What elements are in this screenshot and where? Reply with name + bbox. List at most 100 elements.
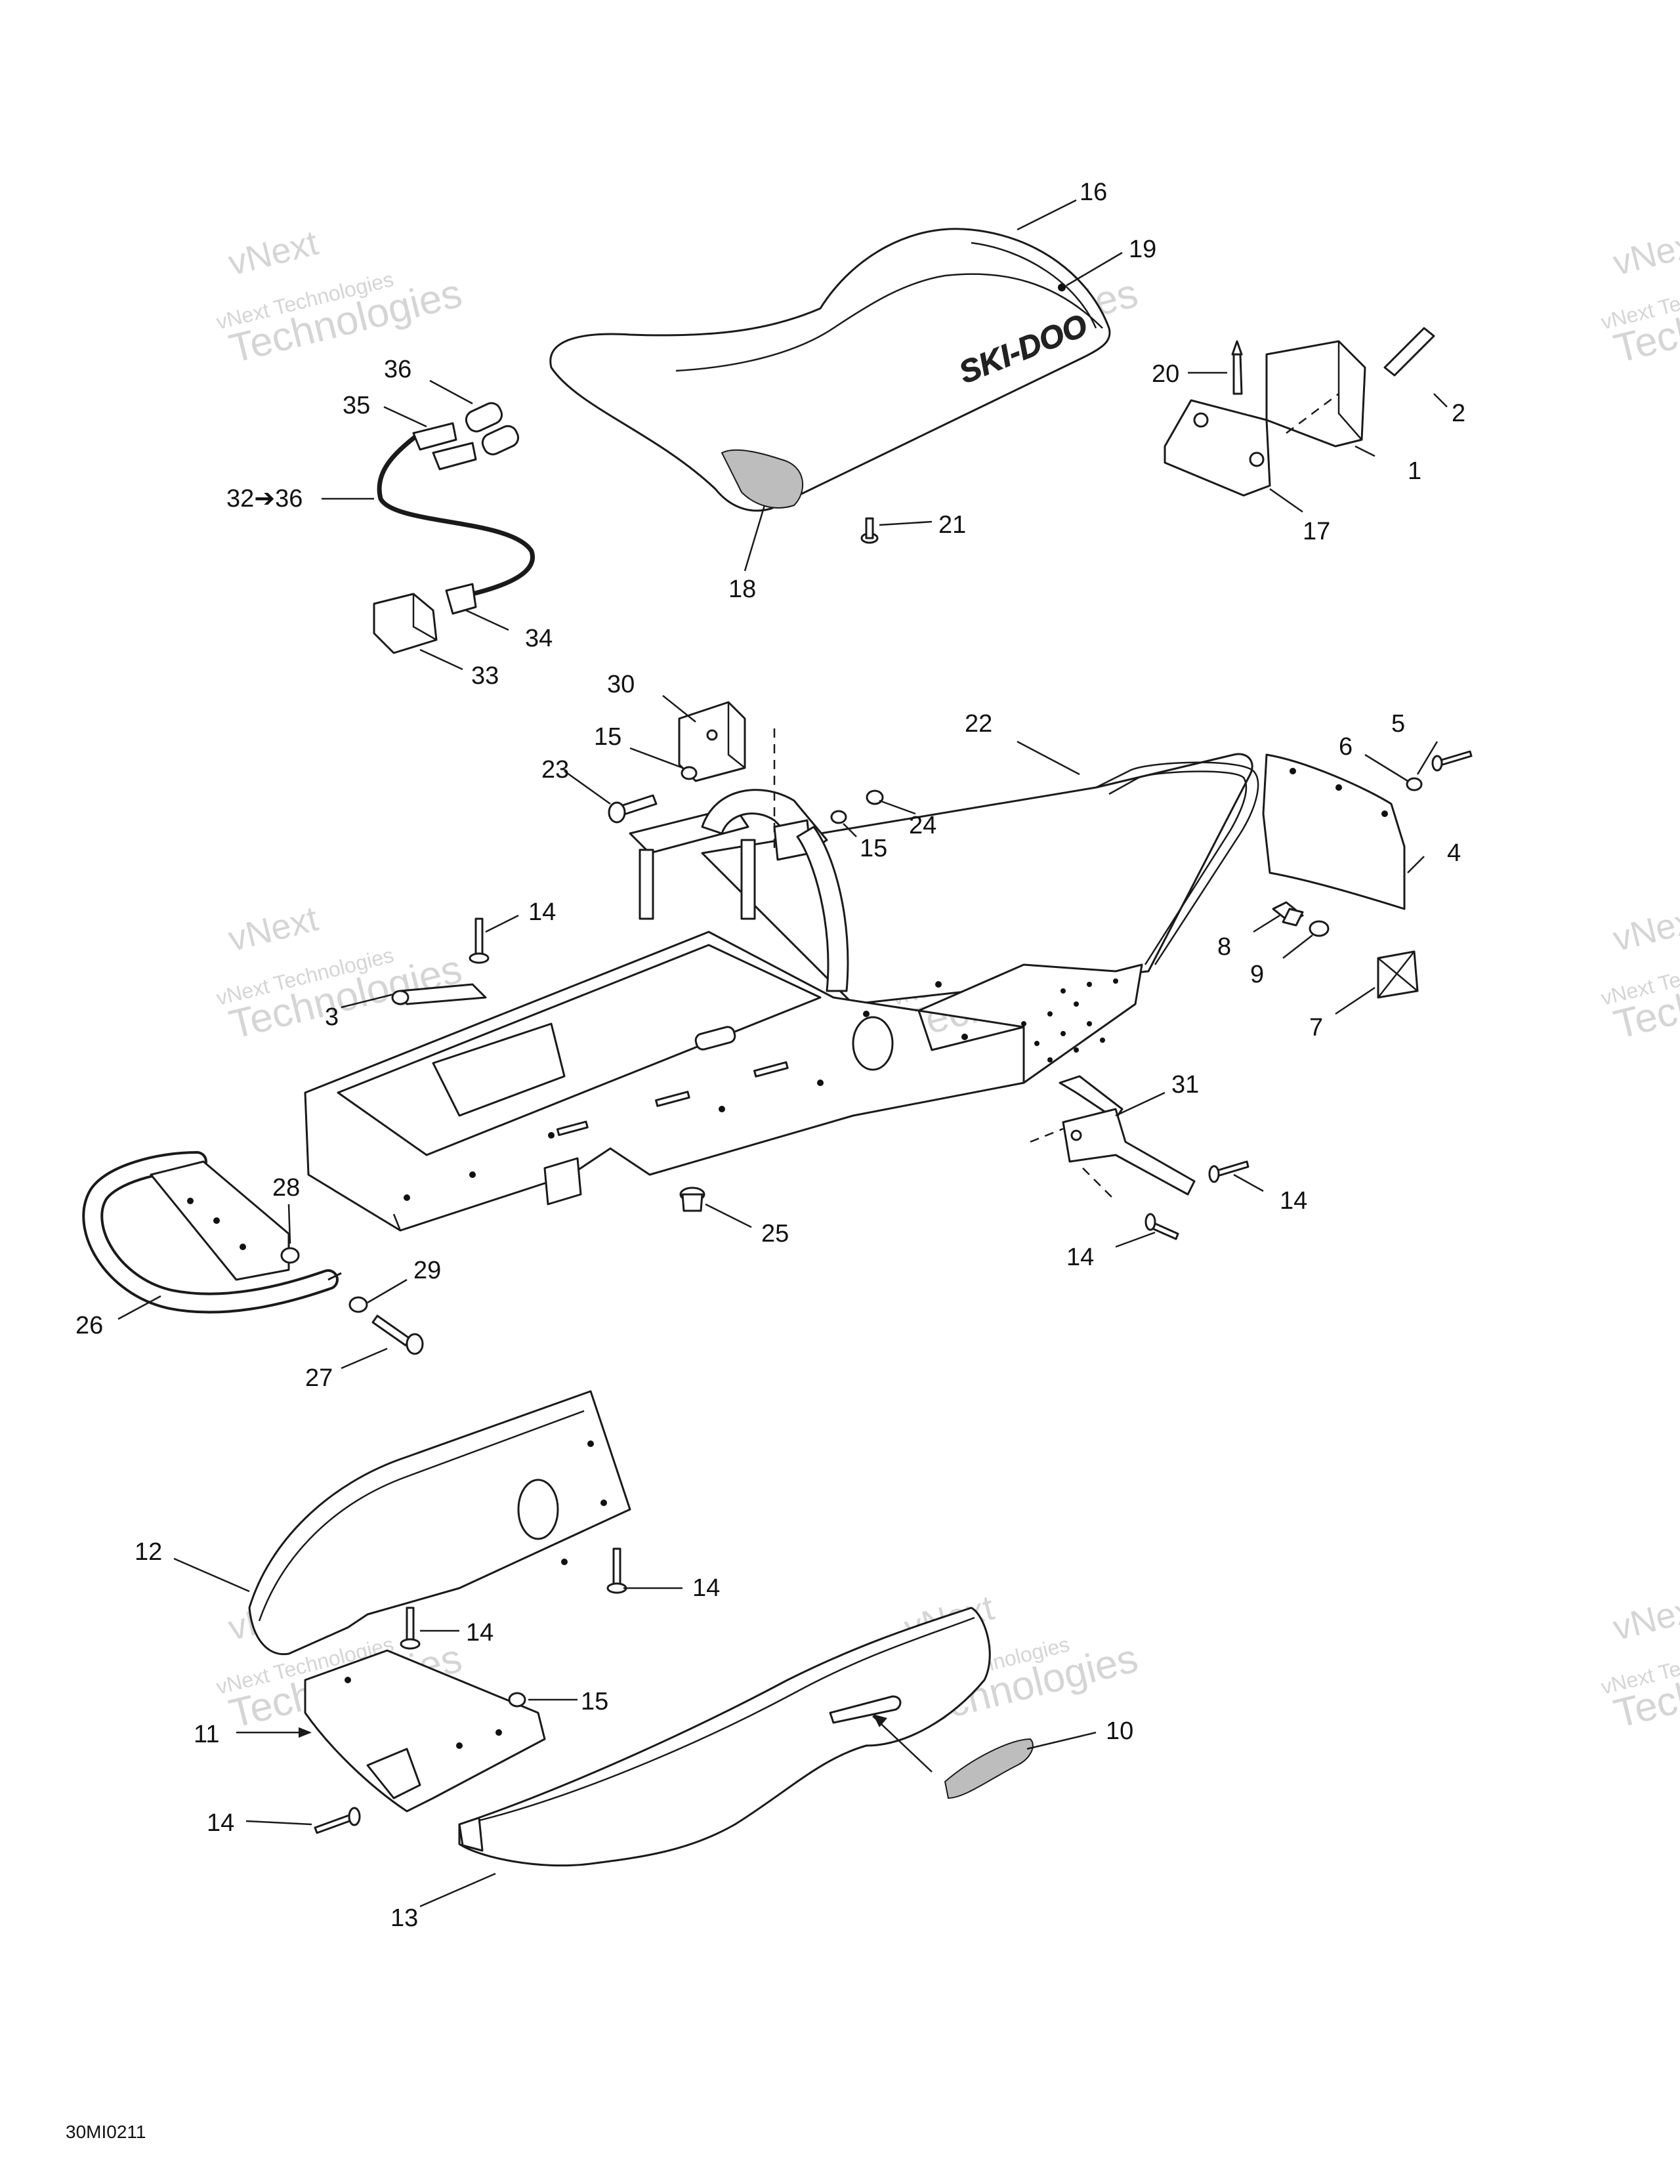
- washer-15-c: [508, 1692, 526, 1708]
- callout-12: 12: [135, 1538, 162, 1566]
- rivet-14-b: [1208, 1160, 1250, 1183]
- harness-cable: [377, 431, 535, 597]
- callout-25: 25: [761, 1220, 789, 1248]
- seat-top-edge: [675, 273, 1103, 372]
- watermark-line1: vNext: [1609, 899, 1680, 959]
- snow-flap-4: [1262, 753, 1406, 910]
- terminal-35-a: [412, 422, 457, 451]
- panel-perforations: [1021, 978, 1118, 1062]
- nut-28: [280, 1247, 300, 1264]
- belly-pan-13: [458, 1606, 991, 1867]
- callout-10: 10: [1106, 1717, 1133, 1745]
- rivet-14-d: [606, 1547, 627, 1594]
- watermark-line1: vNext: [224, 223, 322, 284]
- diagram-code: 30MI0211: [66, 2122, 146, 2142]
- callout-1: 1: [1408, 457, 1421, 485]
- callout-2: 2: [1452, 400, 1465, 427]
- screw-21: [860, 517, 879, 544]
- tunnel-compartment: [432, 1022, 566, 1117]
- watermark-top-right: vNext vNext Technologies Technologies: [1599, 223, 1680, 372]
- bolt-27: [371, 1314, 424, 1355]
- callout-16: 16: [1080, 178, 1107, 206]
- frame-holes: [404, 981, 968, 1201]
- watermark-bottom-right: vNext vNext Technologies Technologies: [1599, 1588, 1680, 1737]
- terminal-34: [445, 583, 477, 615]
- seat-patch-18: [721, 449, 803, 509]
- callout-19: 19: [1129, 236, 1156, 263]
- washer-29: [348, 1296, 368, 1313]
- bolt-8: [1272, 901, 1304, 927]
- callout-6: 6: [1339, 733, 1353, 761]
- callout-14-a: 14: [528, 898, 556, 926]
- screw-2: [1383, 327, 1435, 377]
- callout-4: 4: [1447, 839, 1461, 867]
- callout-31: 31: [1171, 1071, 1199, 1099]
- watermark-top-left: vNext vNext Technologies Technologies: [214, 223, 467, 372]
- seat-latch-assembly: [1164, 327, 1435, 497]
- callout-14-c: 14: [1066, 1244, 1094, 1271]
- callout-13: 13: [390, 1904, 418, 1932]
- callout-14-b: 14: [1280, 1187, 1307, 1215]
- sleeve-36-a: [465, 402, 503, 432]
- pin-20: [1232, 353, 1243, 395]
- callout-22: 22: [965, 710, 992, 738]
- grommet-25: [679, 1186, 705, 1212]
- washer-15-b: [830, 810, 847, 824]
- terminal-35-b: [432, 442, 477, 471]
- callout-7: 7: [1309, 1014, 1323, 1041]
- washer-6: [1406, 777, 1423, 791]
- watermark-mid-right: vNext vNext Technologies Technologies: [1599, 899, 1680, 1048]
- reflector-7: [1377, 950, 1419, 999]
- rivet-14-a: [469, 917, 490, 964]
- watermark-line1: vNext: [1609, 1588, 1680, 1648]
- tunnel-hole: [852, 1016, 894, 1071]
- callout-27: 27: [305, 1364, 333, 1392]
- seat-rear-edge: [971, 242, 1097, 329]
- callout-15-mid: 15: [860, 835, 887, 862]
- wire-harness: [373, 402, 535, 654]
- rivet-14-e: [400, 1606, 421, 1650]
- callout-15-bottom: 15: [581, 1688, 608, 1715]
- watermark-line1: vNext: [224, 899, 322, 959]
- callout-33: 33: [471, 662, 499, 690]
- callout-21: 21: [938, 511, 966, 539]
- tunnel-slots: [556, 1026, 789, 1137]
- callout-17: 17: [1303, 518, 1330, 545]
- callout-14-e: 14: [466, 1619, 494, 1647]
- callout-34: 34: [525, 625, 553, 652]
- callout-29: 29: [413, 1257, 441, 1284]
- arrowhead-10: [873, 1714, 887, 1727]
- callout-35: 35: [343, 392, 370, 419]
- callout-15-top: 15: [594, 723, 621, 751]
- callout-36: 36: [384, 356, 411, 383]
- rivet-14-c: [1144, 1213, 1179, 1240]
- rear-handle: [1095, 761, 1259, 965]
- rivet-14-f: [314, 1807, 361, 1834]
- rivet-5: [1431, 750, 1473, 772]
- center-bracket: [629, 789, 849, 992]
- latch-bracket-17: [1164, 399, 1271, 497]
- connector-33: [373, 593, 438, 654]
- callout-30: 30: [607, 671, 635, 698]
- tunnel-deck: [701, 753, 1253, 1005]
- tunnel-body: [304, 931, 1025, 1232]
- callout-3: 3: [325, 1003, 339, 1031]
- callout-18: 18: [728, 576, 756, 603]
- callout-23: 23: [541, 756, 569, 784]
- callout-11: 11: [194, 1721, 219, 1748]
- tunnel-side-panel: [917, 963, 1143, 1084]
- seat-dot-19: [1058, 284, 1066, 291]
- screw-23: [608, 794, 658, 824]
- callout-8: 8: [1217, 933, 1231, 961]
- front-bumper-26: [82, 1151, 342, 1314]
- watermark-line1: vNext: [1609, 223, 1680, 284]
- latch-block-1: [1265, 340, 1366, 448]
- callout-5: 5: [1391, 710, 1405, 738]
- callout-28: 28: [272, 1174, 300, 1202]
- frame-tab: [543, 1157, 582, 1206]
- callout-14-d: 14: [692, 1574, 720, 1602]
- callout-26: 26: [75, 1312, 103, 1339]
- callout-labels: 16 19 20 2 1 17 21 18 36 35 32➔36 34 33 …: [75, 178, 1465, 1932]
- decal-10: [944, 1738, 1034, 1799]
- callout-14-f: 14: [207, 1809, 234, 1837]
